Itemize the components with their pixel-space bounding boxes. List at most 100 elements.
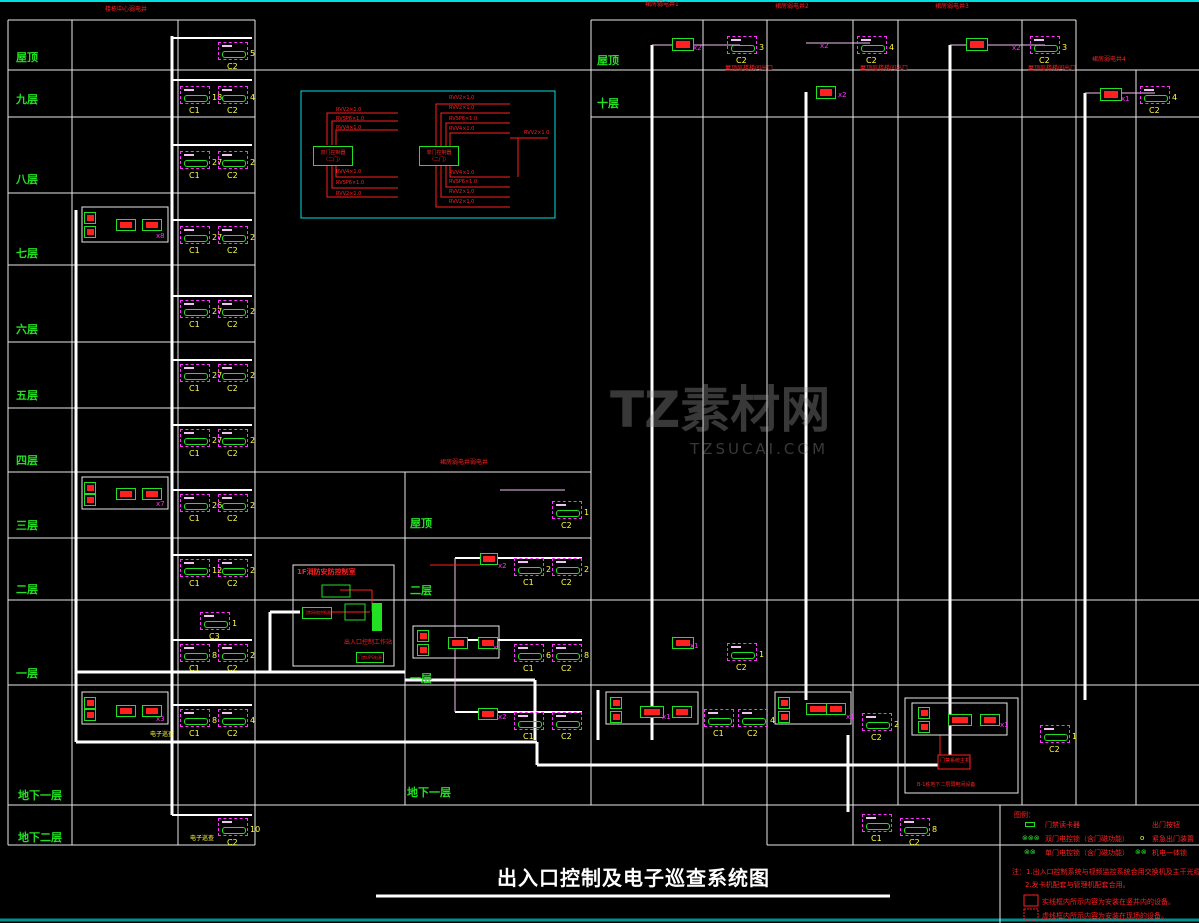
door-pull-icon: [1034, 39, 1044, 45]
device-count: 2: [250, 233, 256, 242]
lock-icon: [222, 95, 246, 102]
lock-icon: [556, 510, 580, 517]
door-device-group: C1: [704, 709, 734, 738]
lock-icon: [184, 235, 208, 242]
device-type-label: C2: [1049, 745, 1060, 754]
device-type-label: C1: [189, 171, 200, 180]
device-type-label: C1: [523, 664, 534, 673]
device-count: 12: [212, 566, 223, 575]
controller-label: 双门控制器: [320, 150, 346, 156]
lock-icon: [184, 309, 208, 316]
door-controller: [478, 708, 498, 720]
door-controller: [84, 212, 96, 224]
device-type-label: C2: [736, 663, 747, 672]
b1-patrol-label: 电子巡查: [150, 731, 175, 738]
device-count: 27: [212, 371, 223, 380]
device-type-label: C2: [227, 384, 238, 393]
device-count: 2: [250, 371, 256, 380]
door-controller: [778, 697, 790, 709]
controller-fill: [86, 700, 94, 706]
lock-icon: [184, 718, 208, 725]
device-count: 8: [212, 716, 218, 725]
controller-fill: [829, 706, 843, 712]
controller-sub: （二门）: [322, 157, 343, 163]
controller-fill: [86, 712, 94, 718]
device-type-label: C1: [713, 729, 724, 738]
device-type-label: C1: [189, 449, 200, 458]
cable-label: RVSP6×1.0: [336, 116, 365, 122]
door-controller: [84, 494, 96, 506]
door-pull-icon: [866, 817, 876, 823]
door-controller: [918, 721, 930, 733]
device-count: 3: [759, 43, 765, 52]
lock-icon: [556, 567, 580, 574]
device-count: 18: [212, 93, 223, 102]
device-count: 2: [250, 307, 256, 316]
device-type-label: C1: [189, 514, 200, 523]
device-type-label: C2: [227, 449, 238, 458]
door-pull-icon: [184, 647, 194, 653]
lock-icon: [731, 652, 755, 659]
door-controller: [1100, 88, 1122, 101]
device-count: 26: [212, 501, 223, 510]
device-count: 8: [212, 651, 218, 660]
device-count: 2: [250, 566, 256, 575]
single-lock-icon: ⊗⊗: [1024, 848, 1036, 856]
device-type-label: C2: [227, 106, 238, 115]
multiplier-label: x1: [690, 642, 699, 650]
drawing-title: 出入口控制及电子巡查系统图: [497, 866, 770, 890]
door-pull-icon: [184, 89, 194, 95]
controller-fill: [970, 41, 984, 48]
device-count: 4: [1172, 93, 1178, 102]
device-type-label: C2: [561, 578, 572, 587]
controller-fill: [419, 633, 427, 639]
controller-fill: [675, 709, 689, 715]
door-controller: [448, 637, 468, 649]
lock-icon: [222, 160, 246, 167]
host-label: 门禁系统主机: [940, 758, 971, 764]
door-controller: [966, 38, 988, 51]
lock-icon: [184, 653, 208, 660]
device-type-label: C1: [189, 664, 200, 673]
door-device-group: C1: [862, 814, 892, 843]
device-count: 8: [932, 825, 938, 834]
middle-floor-2: 二层: [410, 584, 432, 597]
left-building-header: 楼栋中心弱电井: [105, 6, 148, 13]
floor-label: 地下一层: [18, 789, 62, 802]
lock-icon: [222, 718, 246, 725]
legend-title: 图例：: [1014, 811, 1035, 819]
cable-label: RVV2×1.0: [449, 105, 475, 111]
device-type-label: C2: [227, 579, 238, 588]
multiplier-label: x1: [662, 713, 671, 721]
control-room-title: 1F消防安防控制室: [297, 568, 356, 576]
single-door-controller-box: 单门控制器 （二门）: [419, 146, 459, 166]
legend-note-1: 注：1.出入口控制系统与视频监控系统合用交换机及主干光缆。: [1012, 868, 1199, 876]
lock-icon: [222, 373, 246, 380]
cable-label: RVV4×1.0: [449, 126, 475, 132]
door-controller: [480, 553, 498, 565]
multiplier-label: x2: [498, 562, 507, 570]
lock-icon: [222, 438, 246, 445]
door-pull-icon: [742, 712, 752, 718]
floor-label: 五层: [16, 389, 38, 402]
device-type-label: C1: [523, 732, 534, 741]
door-pull-icon: [222, 432, 232, 438]
door-pull-icon: [731, 39, 741, 45]
floor-label: 地下二层: [18, 831, 62, 844]
door-pull-icon: [518, 715, 528, 721]
door-controller: [84, 226, 96, 238]
legend-box-dashed: 虚线框内所示内容为安装在现场的设备。: [1042, 912, 1168, 920]
electromech-lock-icon: ⊗⊗: [1135, 848, 1147, 856]
device-count: 2: [250, 158, 256, 167]
